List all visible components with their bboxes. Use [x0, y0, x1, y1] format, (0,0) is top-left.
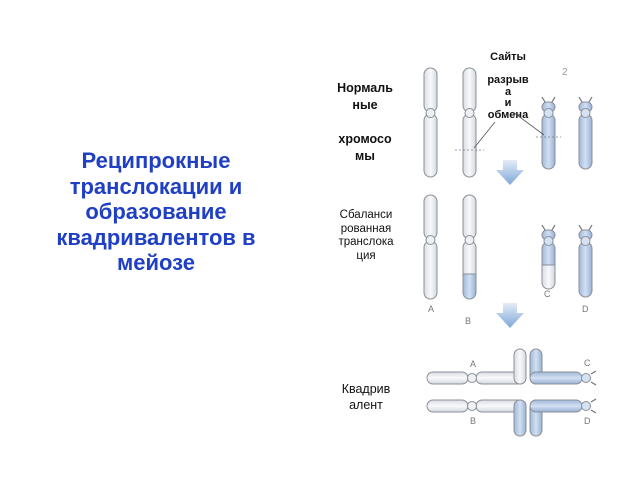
quadrivalent-letter-d: D: [584, 416, 591, 426]
break-site-pointer-b: [473, 121, 496, 149]
balanced-chromosome-d: [578, 224, 593, 298]
normal-chromosome-b: [455, 67, 484, 178]
quadrivalent-structure: [426, 348, 597, 437]
balanced-chromosome-c: [541, 224, 556, 290]
quadrivalent-letter-b: B: [470, 416, 476, 426]
chromosome-letter-c: C: [544, 289, 551, 299]
balanced-translocation-label: Сбаланси рованная транслока ция: [338, 209, 394, 262]
corner-mark: 2: [562, 67, 568, 78]
chromosome-letter-b: B: [465, 316, 471, 326]
down-arrow-1: [496, 160, 524, 185]
quadrivalent-letter-a: A: [470, 359, 476, 369]
quadrivalent-letter-c: C: [584, 358, 591, 368]
balanced-chromosome-b: [462, 194, 477, 300]
normal-chromosomes-label: Нормаль ные хромосо мы: [337, 81, 393, 163]
break-site-pointer-c: [512, 111, 545, 136]
balanced-chromosome-a: [423, 194, 438, 300]
normal-chromosome-d: [578, 96, 593, 170]
normal-chromosome-a: [423, 67, 438, 178]
normal-chromosome-c: [536, 96, 561, 170]
slide-title: Реципрокные транслокации и образование к…: [56, 148, 256, 275]
break-sites-label: Сайты разрыв а и обмена: [487, 51, 529, 121]
chromosome-letter-d: D: [582, 304, 589, 314]
quadrivalent-label: Квадрив алент: [341, 382, 391, 412]
chromosome-letter-a: A: [428, 304, 434, 314]
down-arrow-2: [496, 303, 524, 328]
